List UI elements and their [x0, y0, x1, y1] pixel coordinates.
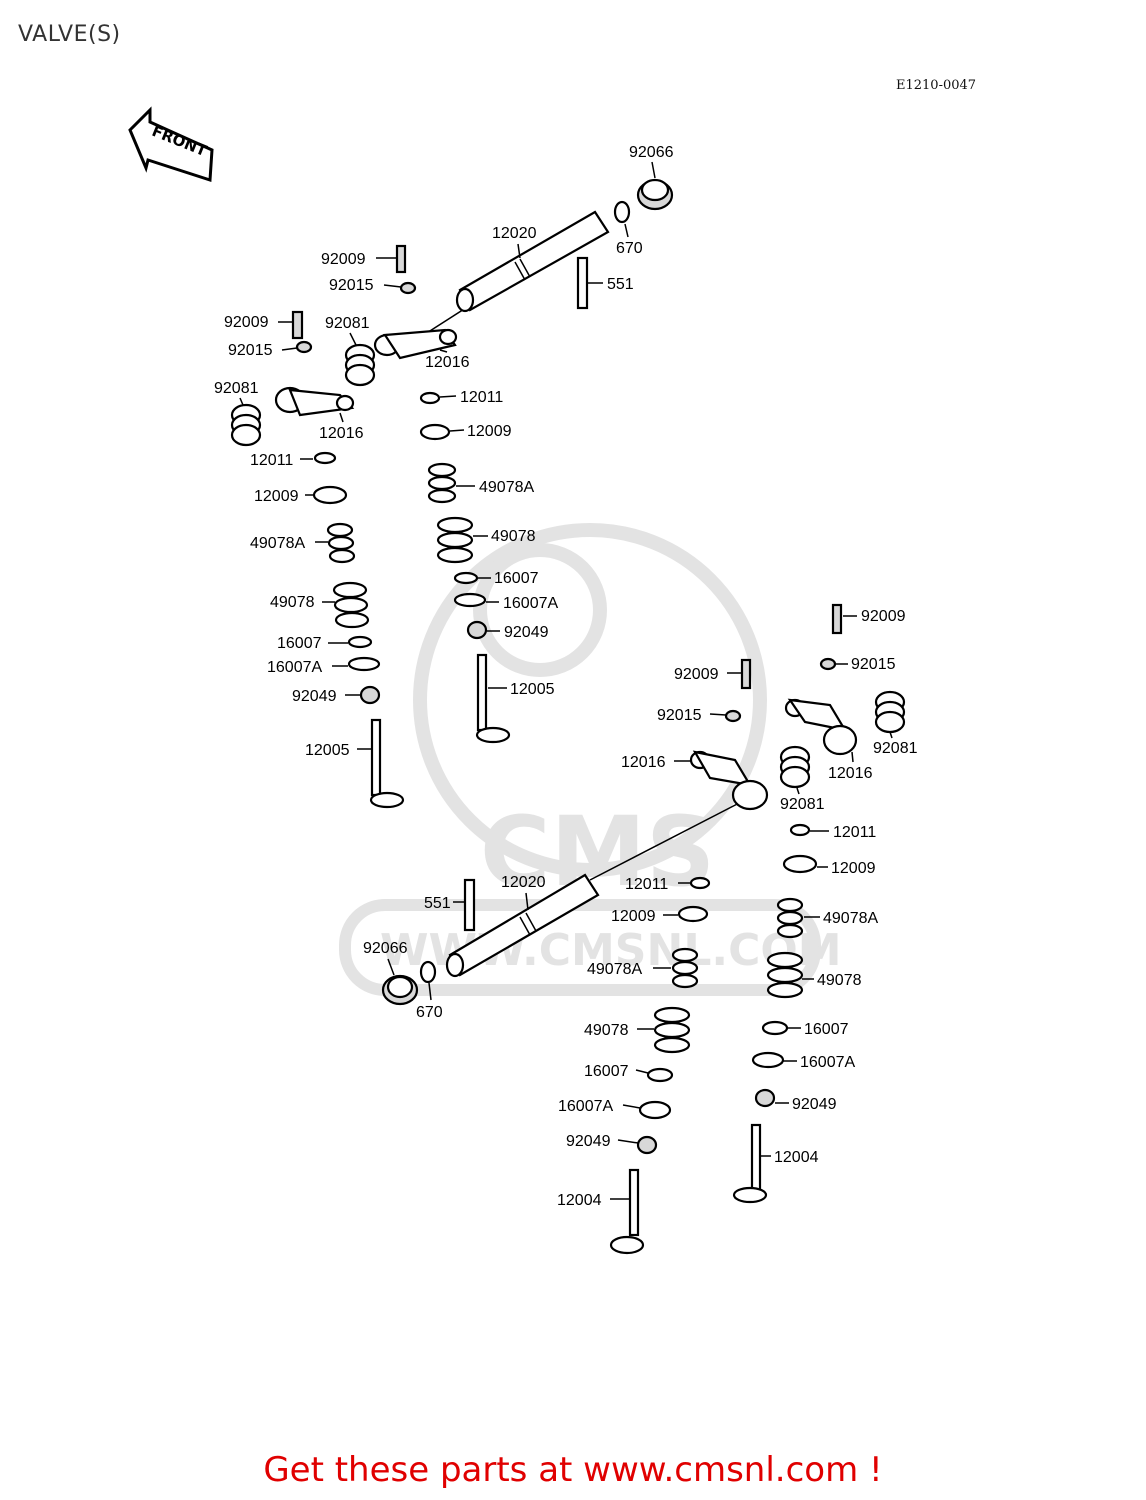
- rocker-arm-part-b: [274, 386, 355, 417]
- label-12004-a: 12004: [774, 1149, 819, 1166]
- label-12009-a: 12009: [467, 423, 512, 440]
- adjust-screw-part-b: [291, 310, 304, 340]
- label-670-top: 670: [616, 240, 643, 257]
- label-92049-d: 92049: [566, 1133, 611, 1150]
- label-92066-bottom: 92066: [363, 940, 408, 957]
- front-arrow-icon: FRONT: [128, 106, 214, 183]
- center-lower-valve-stack: [609, 876, 711, 1255]
- label-12011-d: 12011: [625, 876, 668, 893]
- label-92081-c: 92081: [873, 740, 918, 757]
- label-92015-b: 92015: [228, 342, 273, 359]
- label-92081-b: 92081: [214, 380, 259, 397]
- spring-92081-part-b: [230, 403, 262, 447]
- page-title: VALVE(S): [18, 22, 121, 47]
- label-92081-d: 92081: [780, 796, 825, 813]
- upper-pin-551-part: [576, 256, 589, 310]
- label-92009-c: 92009: [861, 608, 906, 625]
- label-49078A-b: 49078A: [250, 535, 305, 552]
- label-12020-top: 12020: [492, 225, 537, 242]
- lower-oring-670-part: [419, 960, 437, 984]
- label-670-bottom: 670: [416, 1004, 443, 1021]
- label-551-bottom: 551: [424, 895, 451, 912]
- middle-valve-stack: [419, 391, 511, 744]
- label-92009-a: 92009: [321, 251, 366, 268]
- label-12011-c: 12011: [833, 824, 876, 841]
- label-16007A-d: 16007A: [558, 1098, 613, 1115]
- upper-oring-670-part: [613, 200, 631, 224]
- label-92066-top: 92066: [629, 144, 674, 161]
- label-49078-b: 49078: [270, 594, 315, 611]
- label-92015-c: 92015: [851, 656, 896, 673]
- label-49078A-c: 49078A: [823, 910, 878, 927]
- watermark-logo-text: CMS: [480, 796, 715, 908]
- lower-rocker-shaft-part: [445, 799, 746, 978]
- label-92009-b: 92009: [224, 314, 269, 331]
- label-16007-a: 16007: [494, 570, 539, 587]
- label-92049-a: 92049: [504, 624, 549, 641]
- label-12016-c: 12016: [828, 765, 873, 782]
- label-12011-b: 12011: [250, 452, 293, 469]
- label-16007A-b: 16007A: [267, 659, 322, 676]
- label-12016-d: 12016: [621, 754, 666, 771]
- label-92049-c: 92049: [792, 1096, 837, 1113]
- label-49078A-d: 49078A: [587, 961, 642, 978]
- label-92015-d: 92015: [657, 707, 702, 724]
- adjust-screw-part-c: [831, 603, 843, 635]
- locknut-part-d: [724, 709, 742, 723]
- label-12020-bottom: 12020: [501, 874, 546, 891]
- label-92015-a: 92015: [329, 277, 374, 294]
- left-valve-stack: [312, 451, 405, 809]
- label-12005-b: 12005: [305, 742, 350, 759]
- label-16007-c: 16007: [804, 1021, 849, 1038]
- spring-92081-part-d: [779, 745, 811, 789]
- label-92081-a: 92081: [325, 315, 370, 332]
- lower-pin-551-part: [463, 878, 476, 932]
- upper-cap-92066-part: [636, 178, 674, 211]
- label-12009-c: 12009: [831, 860, 876, 877]
- right-lower-valve-stack: [732, 823, 818, 1204]
- label-92049-b: 92049: [292, 688, 337, 705]
- lower-cap-92066-part: [381, 974, 419, 1006]
- locknut-part-b: [295, 340, 313, 354]
- spring-92081-part-c: [874, 690, 906, 734]
- spring-92081-part-a: [344, 343, 376, 387]
- label-49078-c: 49078: [817, 972, 862, 989]
- footer-link[interactable]: Get these parts at www.cmsnl.com !: [263, 1450, 883, 1490]
- exploded-valve-diagram: CMS WWW.CMSNL.COM FRONT: [128, 106, 918, 1255]
- adjust-screw-part-d: [740, 658, 752, 690]
- label-12011-a: 12011: [460, 389, 503, 406]
- rocker-arm-part-d: [689, 750, 769, 811]
- label-12009-b: 12009: [254, 488, 299, 505]
- cms-watermark: CMS WWW.CMSNL.COM: [339, 523, 842, 996]
- part-labels: 92066 670 12020 551 92009 92015 92009 92…: [214, 144, 918, 1209]
- rocker-arm-part-c: [784, 698, 858, 756]
- label-49078-d: 49078: [584, 1022, 629, 1039]
- diagram-code: E1210-0047: [896, 78, 977, 93]
- label-49078A-a: 49078A: [479, 479, 534, 496]
- label-12005-a: 12005: [510, 681, 555, 698]
- label-92009-d: 92009: [674, 666, 719, 683]
- label-12016-a: 12016: [425, 354, 470, 371]
- rocker-arm-part-a: [373, 328, 458, 360]
- upper-rocker-shaft-part: [407, 210, 610, 346]
- label-49078-a: 49078: [491, 528, 536, 545]
- label-12004-b: 12004: [557, 1192, 602, 1209]
- label-16007-b: 16007: [277, 635, 322, 652]
- label-12009-d: 12009: [611, 908, 656, 925]
- label-16007-d: 16007: [584, 1063, 629, 1080]
- locknut-part-a: [399, 281, 417, 295]
- label-16007A-c: 16007A: [800, 1054, 855, 1071]
- label-16007A-a: 16007A: [503, 595, 558, 612]
- locknut-part-c: [819, 657, 837, 671]
- label-12016-b: 12016: [319, 425, 364, 442]
- label-551-top: 551: [607, 276, 634, 293]
- adjust-screw-part-a: [395, 244, 407, 274]
